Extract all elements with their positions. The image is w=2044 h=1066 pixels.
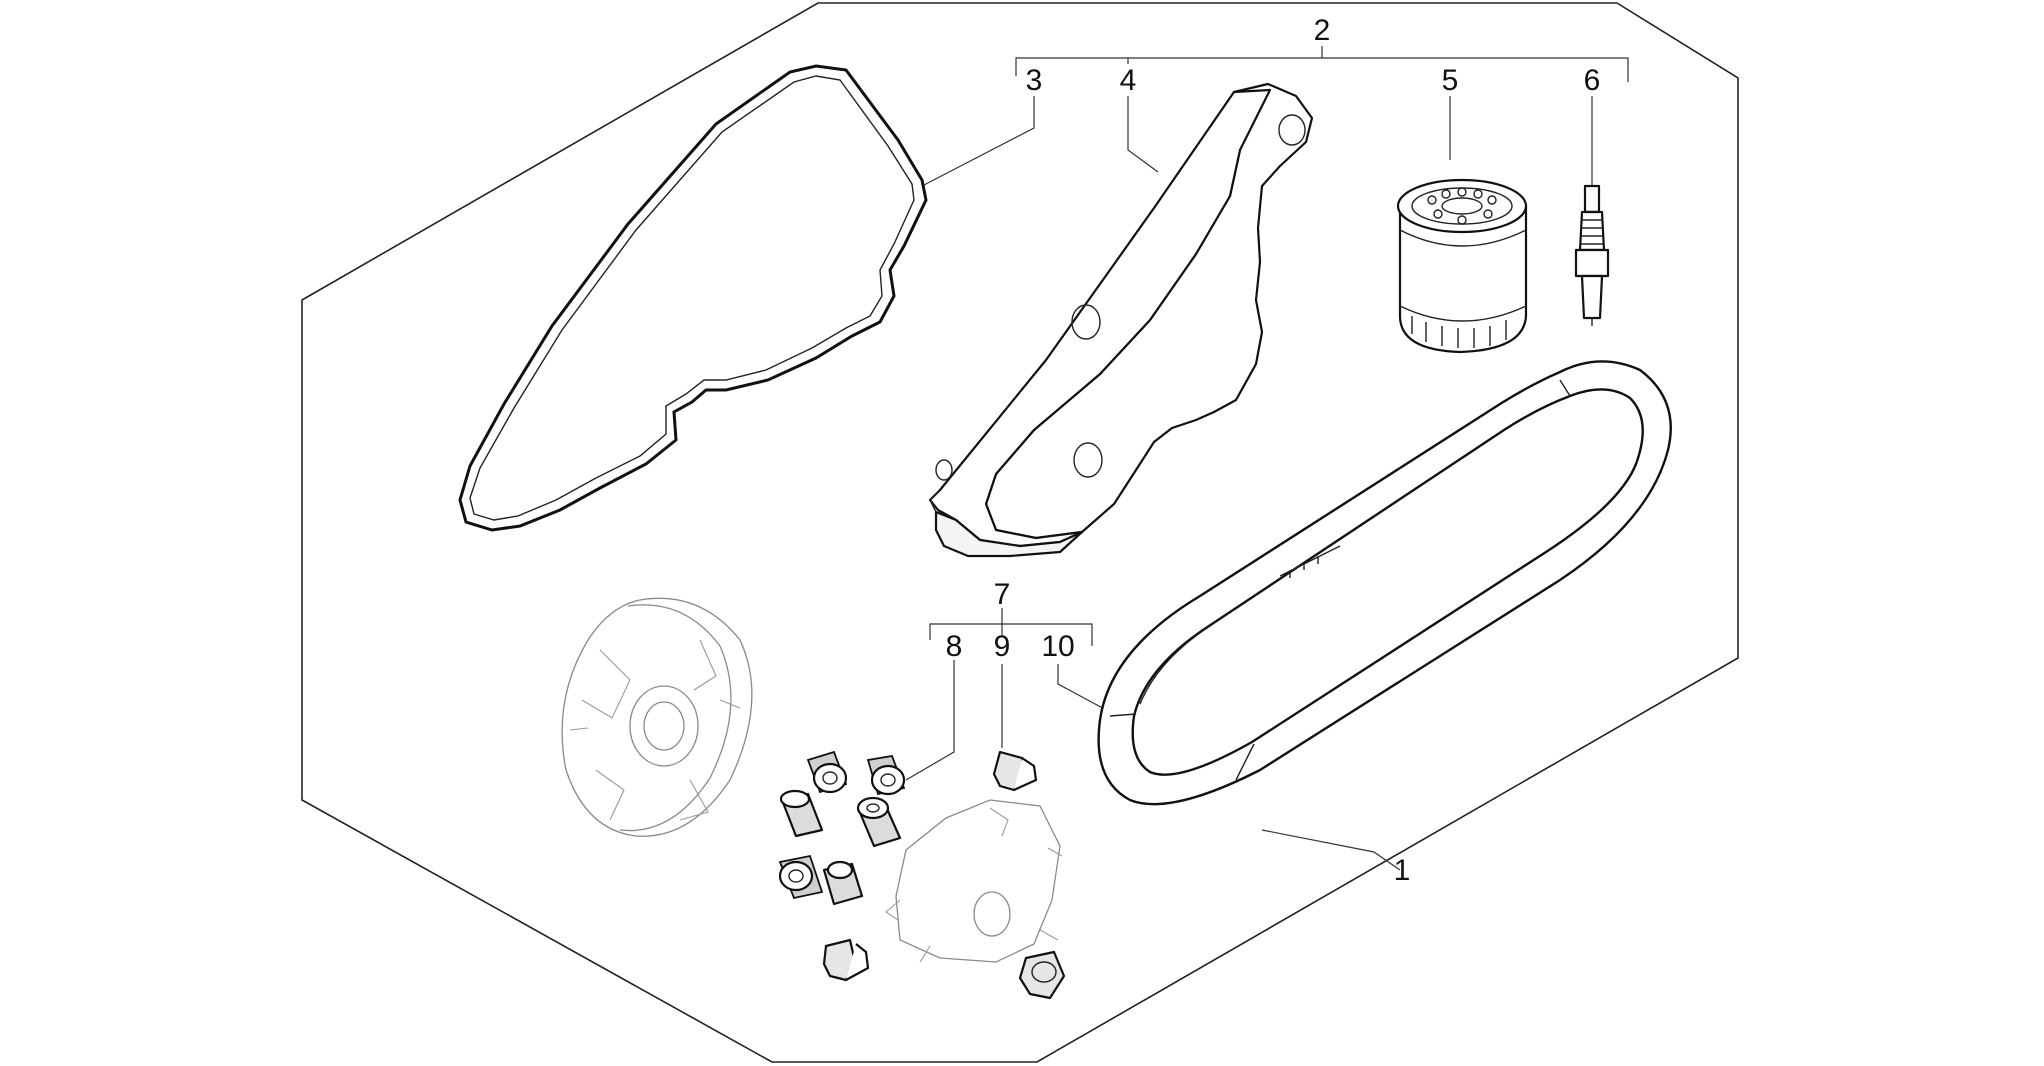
- leader-line-1: [1261, 829, 1401, 871]
- tool-plate-part-4: [928, 82, 1314, 558]
- roller-6: [822, 860, 864, 906]
- leader-line-8: [905, 660, 955, 781]
- roller-weights-part-8: [778, 750, 906, 906]
- drive-belt: [1097, 360, 1672, 806]
- group-7-bracket: [929, 623, 1093, 646]
- oil-filter-part-5: [1396, 178, 1528, 354]
- leader-line-3: [921, 96, 1035, 187]
- roller-2: [866, 754, 906, 796]
- slider-3: [1018, 950, 1066, 1000]
- roller-1: [806, 750, 848, 794]
- group-2-bracket: [1015, 57, 1629, 82]
- plate-hole-middle: [1071, 304, 1101, 340]
- callout-3: 3: [1026, 64, 1043, 97]
- callout-1: 1: [1394, 854, 1411, 887]
- roller-3: [779, 789, 824, 838]
- callout-2: 2: [1314, 14, 1331, 47]
- ramp-plate: [885, 799, 1063, 963]
- callout-8: 8: [946, 630, 963, 663]
- roller-4: [856, 796, 902, 848]
- leader-line-10: [1057, 664, 1111, 713]
- callout-6: 6: [1584, 64, 1601, 97]
- leader-line-4: [1127, 96, 1159, 173]
- plate-hole-top: [1278, 114, 1306, 146]
- plate-notch: [935, 459, 953, 481]
- callout-9: 9: [994, 630, 1011, 663]
- callout-5: 5: [1442, 64, 1459, 97]
- kit-boundary-outline: [301, 2, 1739, 1063]
- callout-4: 4: [1120, 64, 1137, 97]
- roller-5: [778, 854, 824, 900]
- sliders-part-9: [822, 750, 1066, 1000]
- callout-7: 7: [994, 578, 1011, 611]
- spark-plug-part-6: [1574, 184, 1610, 326]
- callout-10: 10: [1041, 630, 1074, 663]
- variator-back-plate: [561, 597, 753, 837]
- gasket-part-3: [458, 64, 928, 532]
- slider-1: [992, 750, 1038, 792]
- slider-2: [822, 938, 870, 982]
- plate-hole-bottom: [1073, 442, 1103, 478]
